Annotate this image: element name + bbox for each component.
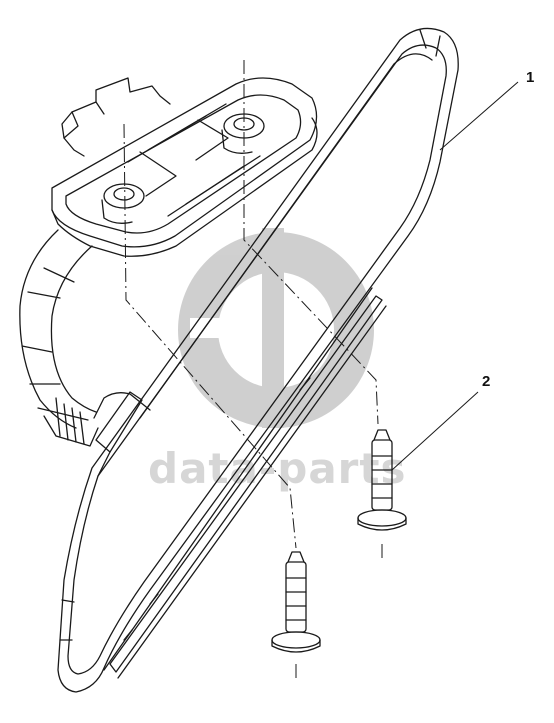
- watermark-logo-gap: [190, 318, 250, 338]
- watermark: data-parts: [148, 228, 406, 493]
- screw-left: [271, 551, 321, 653]
- mirror-glass: [103, 287, 387, 679]
- watermark-text: data-parts: [148, 444, 406, 493]
- rear-bracket: [61, 77, 171, 157]
- mirror-housing: [57, 27, 459, 693]
- support-arm: [19, 229, 99, 447]
- callout-1: 1: [526, 69, 534, 86]
- screw-right: [357, 429, 407, 531]
- leader-line-2: [391, 391, 479, 471]
- leader-line-1: [439, 81, 519, 151]
- watermark-logo-bar: [262, 228, 284, 428]
- leader-lines: [391, 81, 519, 471]
- assembly-centerlines: [123, 60, 383, 680]
- callout-2: 2: [482, 373, 490, 390]
